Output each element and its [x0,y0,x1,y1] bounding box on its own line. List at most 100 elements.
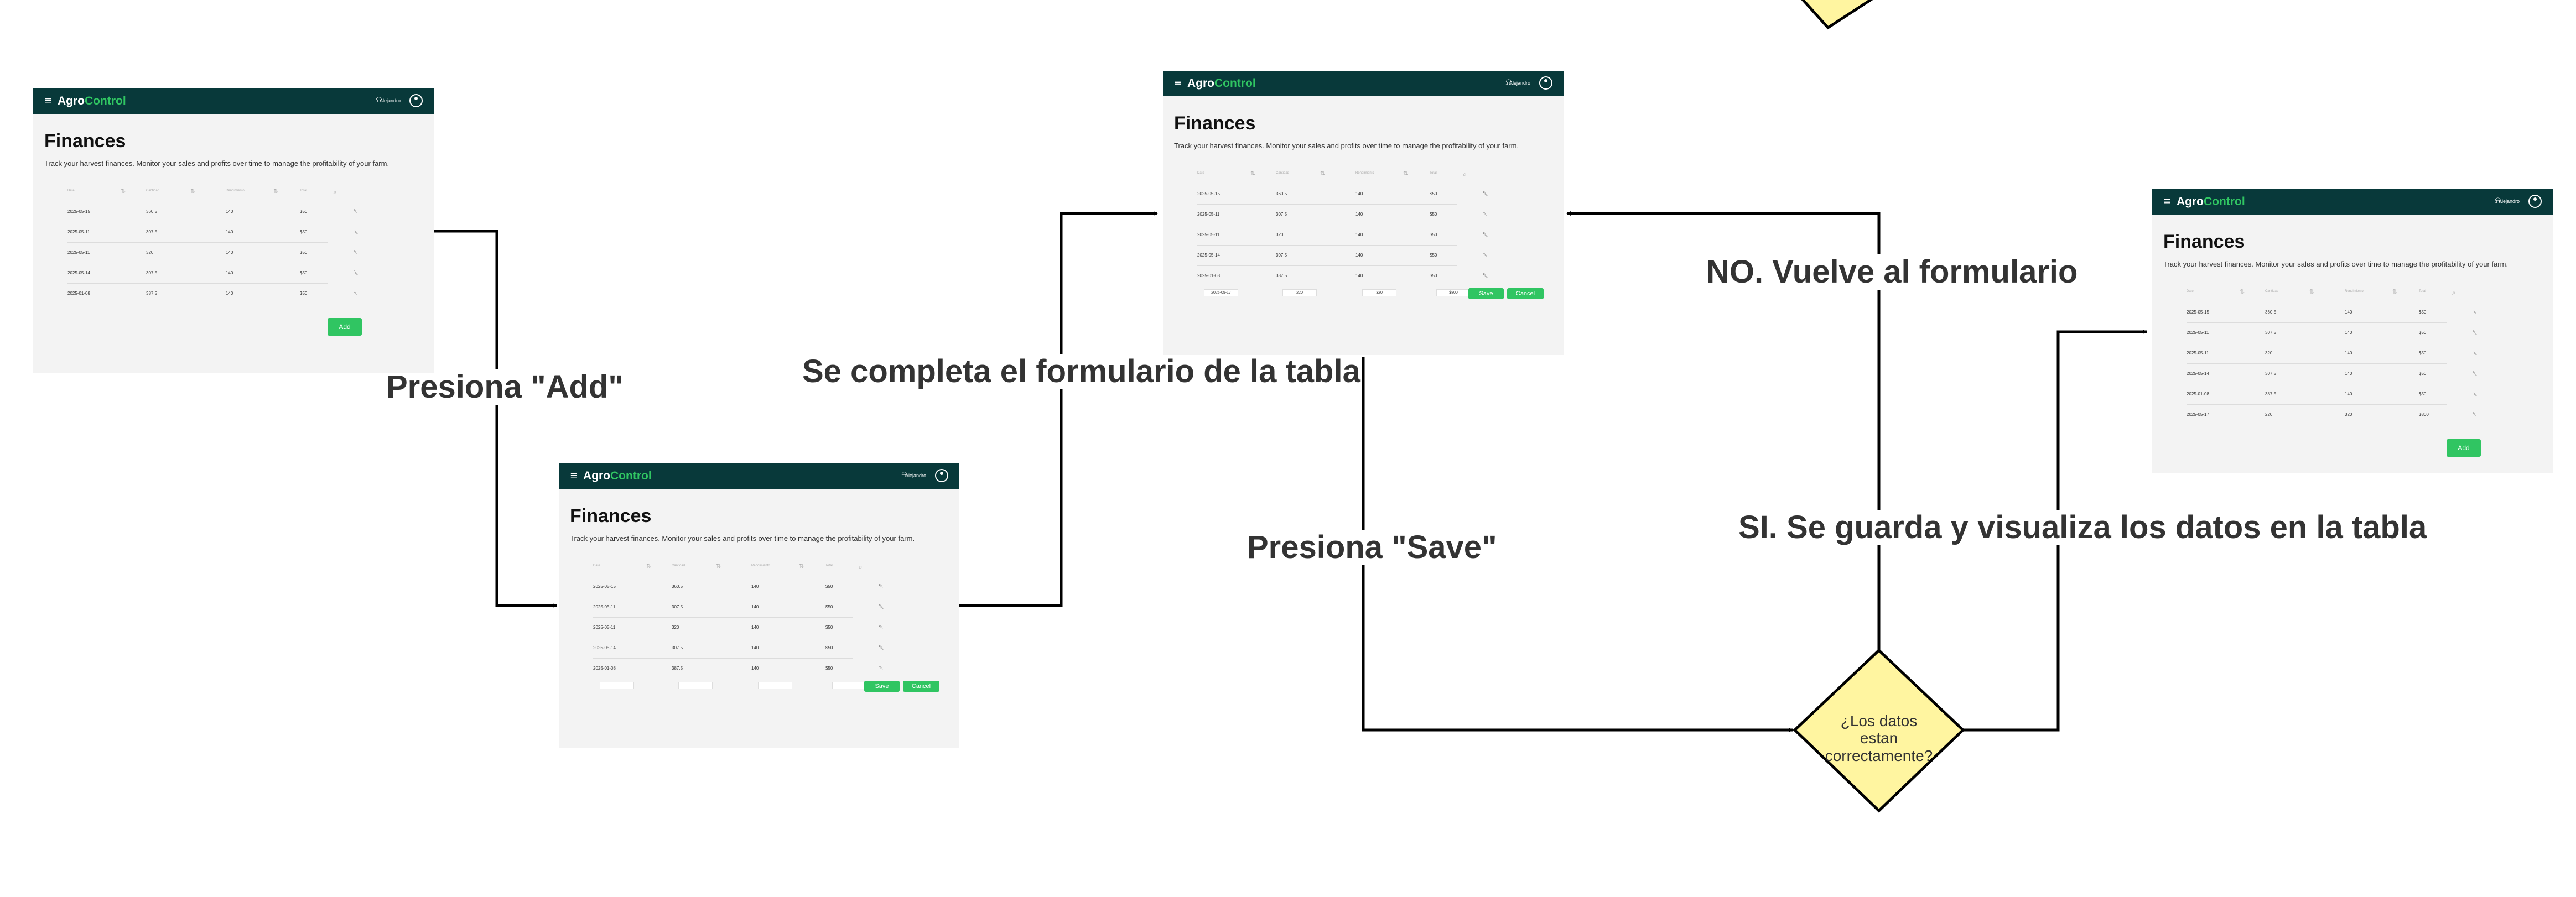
page-description: Track your harvest finances. Monitor you… [2163,260,2509,268]
table-cell: $50 [1430,232,1437,237]
sort-icon[interactable]: ⇅ [190,187,196,195]
menu-icon[interactable]: ≡ [2163,196,2172,207]
bell-icon[interactable]: ⍾ [901,469,907,479]
cancel-button[interactable]: Cancel [1507,288,1544,299]
top-diamond-fragment [1801,0,1873,30]
search-icon[interactable]: ⌕ [1463,170,1467,178]
trash-icon[interactable]: ␡ [879,603,884,611]
trash-icon[interactable]: ␡ [1483,210,1488,218]
sort-icon[interactable]: ⇅ [121,187,126,195]
trash-icon[interactable]: ␡ [879,644,884,651]
column-header: Rendimiento [751,564,770,567]
table-cell: 2025-01-08 [2187,392,2209,397]
sort-icon[interactable]: ⇅ [1320,170,1326,177]
table-cell: $50 [2419,330,2427,335]
new-row-input[interactable]: $800 [1436,289,1471,296]
trash-icon[interactable]: ␡ [353,228,359,236]
trash-icon[interactable]: ␡ [2472,369,2478,377]
table-cell: 387.5 [1276,273,1287,278]
search-icon[interactable]: ⌕ [859,563,863,571]
column-header: Cantidad [2265,290,2279,293]
sort-icon[interactable]: ⇅ [2240,288,2245,295]
user-name[interactable]: Alejandro [379,98,401,103]
bell-icon[interactable]: ⍾ [2495,195,2501,205]
table-cell: 2025-05-14 [2187,371,2209,376]
user-avatar-icon[interactable] [409,94,423,107]
sort-icon[interactable]: ⇅ [716,562,721,570]
sort-icon[interactable]: ⇅ [646,562,652,570]
save-button[interactable]: Save [864,681,900,692]
new-row-input[interactable] [758,682,792,689]
table-cell: 2025-05-14 [1197,253,1220,258]
sort-icon[interactable]: ⇅ [1250,170,1256,177]
cancel-button[interactable]: Cancel [903,681,939,692]
trash-icon[interactable]: ␡ [879,664,884,672]
user-avatar-icon[interactable] [935,469,948,482]
sort-icon[interactable]: ⇅ [2392,288,2398,295]
trash-icon[interactable]: ␡ [353,207,359,215]
table-cell: 2025-05-14 [593,645,616,650]
new-row-input[interactable]: 320 [1362,289,1396,296]
user-name[interactable]: Alejandro [2498,199,2520,204]
sort-icon[interactable]: ⇅ [2309,288,2315,295]
trash-icon[interactable]: ␡ [2472,349,2478,357]
top-nav: ≡ AgroControl ⍾Alejandro [1163,71,1564,96]
brand-logo[interactable]: AgroControl [58,94,126,108]
save-button[interactable]: Save [1468,288,1504,299]
brand-logo[interactable]: AgroControl [2177,195,2245,208]
user-name[interactable]: Alejandro [905,473,926,478]
trash-icon[interactable]: ␡ [353,289,359,297]
trash-icon[interactable]: ␡ [879,582,884,590]
column-header: Date [593,564,600,567]
column-header: Rendimiento [2345,290,2364,293]
table-cell: 2025-05-11 [1197,232,1220,237]
trash-icon[interactable]: ␡ [353,248,359,256]
trash-icon[interactable]: ␡ [1483,231,1488,238]
brand-logo[interactable]: AgroControl [1187,76,1256,90]
table-cell: $50 [1430,212,1437,217]
bell-icon[interactable]: ⍾ [1505,76,1512,87]
trash-icon[interactable]: ␡ [2472,328,2478,336]
new-row-input[interactable]: 220 [1282,289,1317,296]
search-icon[interactable]: ⌕ [2452,289,2456,296]
menu-icon[interactable]: ≡ [44,95,53,106]
trash-icon[interactable]: ␡ [1483,272,1488,279]
table-cell: $50 [825,604,833,609]
menu-icon[interactable]: ≡ [570,470,578,481]
new-row-input[interactable] [600,682,634,689]
trash-icon[interactable]: ␡ [2472,410,2478,418]
search-icon[interactable]: ⌕ [333,188,337,196]
table-cell: 140 [1355,191,1363,196]
trash-icon[interactable]: ␡ [353,269,359,277]
trash-icon[interactable]: ␡ [1483,190,1488,197]
user-name[interactable]: Alejandro [1509,80,1530,86]
sort-icon[interactable]: ⇅ [1403,170,1409,177]
table-cell: 360.5 [672,584,683,589]
trash-icon[interactable]: ␡ [2472,308,2478,316]
table-cell: $50 [1430,253,1437,258]
bell-icon[interactable]: ⍾ [376,94,382,105]
new-row-input[interactable] [832,682,866,689]
add-button[interactable]: Add [328,318,362,336]
add-button[interactable]: Add [2447,439,2481,457]
menu-icon[interactable]: ≡ [1174,77,1182,88]
trash-icon[interactable]: ␡ [879,623,884,631]
user-avatar-icon[interactable] [2528,195,2542,208]
sort-icon[interactable]: ⇅ [273,187,279,195]
new-row-input[interactable]: 2025-05-17 [1204,289,1238,296]
brand-logo[interactable]: AgroControl [583,469,652,483]
user-avatar-icon[interactable] [1539,76,1552,90]
brand-agro: Agro [2177,195,2204,208]
trash-icon[interactable]: ␡ [2472,390,2478,398]
sort-icon[interactable]: ⇅ [799,562,804,570]
trash-icon[interactable]: ␡ [1483,251,1488,259]
new-row-input[interactable] [678,682,713,689]
